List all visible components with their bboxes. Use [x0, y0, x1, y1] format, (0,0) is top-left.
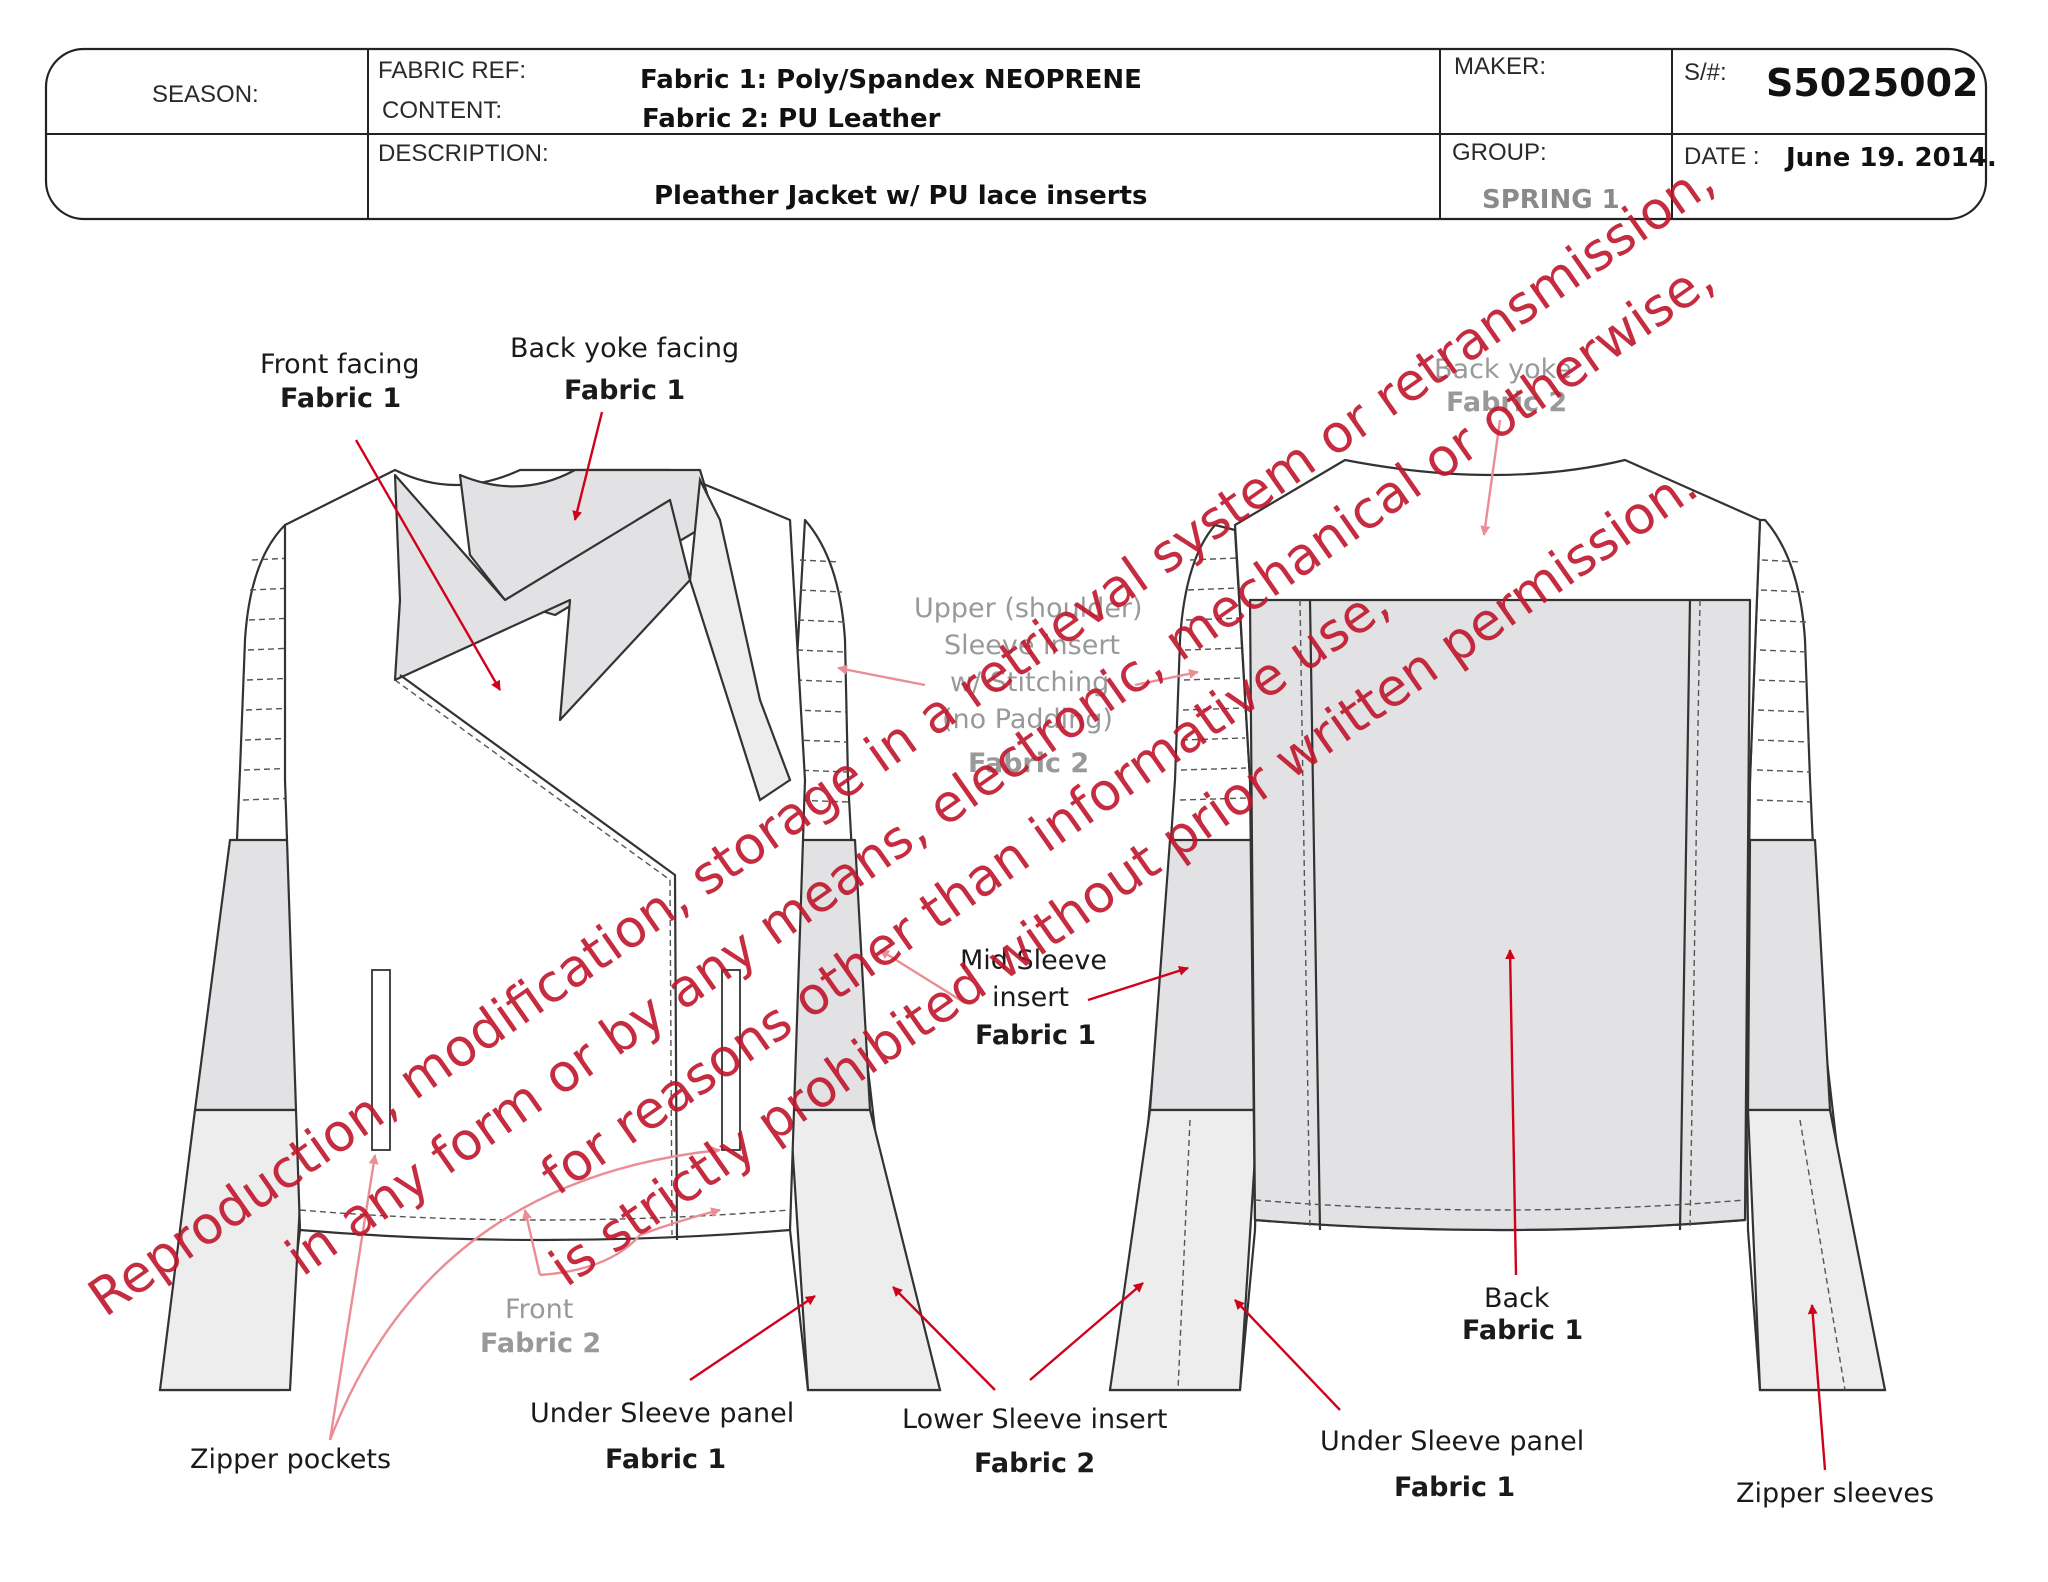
- callout-arrows: [328, 411, 1827, 1471]
- label-front: Front: [505, 1294, 573, 1325]
- label-back-yoke-facing: Back yoke facing: [510, 333, 739, 364]
- back-stitching: [1254, 599, 1746, 1231]
- back-seams: [1308, 599, 1692, 1231]
- header-block: SEASON: FABRIC REF: CONTENT: Fabric 1: P…: [44, 47, 1997, 221]
- description-value: Pleather Jacket w/ PU lace inserts: [654, 181, 1148, 211]
- label-mid-sleeve-1: Mid Sleeve: [960, 945, 1107, 976]
- content-key: CONTENT:: [382, 97, 502, 124]
- callout-labels: Front facing Fabric 1 Back yoke facing F…: [190, 333, 1934, 1509]
- back-right-mid-sleeve-panel: [1746, 838, 1832, 1112]
- label-lower-sleeve: Lower Sleeve insert: [902, 1404, 1167, 1435]
- label-upper-sleeve-1: Upper (shoulder): [914, 593, 1143, 624]
- label-back-yoke: Back yoke: [1434, 354, 1572, 385]
- arrow-lower-sleeve-back: [1029, 1282, 1144, 1381]
- arrow-upper-sleeve-front: [837, 664, 926, 687]
- back-right-lower-sleeve-panel: [1746, 1108, 1887, 1392]
- back-jacket-drawing: [1108, 458, 1887, 1392]
- front-zipper-edge: [399, 674, 679, 1241]
- arrow-front-facing: [354, 439, 502, 691]
- maker-key: MAKER:: [1454, 53, 1546, 80]
- arrow-under-sleeve-front: [689, 1295, 816, 1381]
- front-jacket-drawing: [158, 468, 942, 1392]
- label-front-fabric: Fabric 2: [480, 1328, 601, 1359]
- label-zipper-sleeves: Zipper sleeves: [1736, 1478, 1934, 1509]
- label-under-sleeve-back-fabric: Fabric 1: [1394, 1472, 1515, 1503]
- date-value: June 19. 2014.: [1784, 143, 1997, 173]
- sn-value: S5025002: [1766, 61, 1978, 105]
- label-under-sleeve-front-fabric: Fabric 1: [605, 1444, 726, 1475]
- back-right-sleeve-zipper: [1799, 1119, 1846, 1391]
- back-left-sleeve-zipper: [1177, 1119, 1191, 1391]
- label-back-yoke-fabric: Fabric 2: [1446, 387, 1567, 418]
- fabric-ref-key: FABRIC REF:: [378, 57, 526, 84]
- label-front-facing-fabric: Fabric 1: [280, 383, 401, 414]
- front-main-zipper: [394, 679, 673, 1236]
- season-key: SEASON:: [152, 81, 259, 108]
- group-value: SPRING 1: [1482, 185, 1620, 215]
- label-lower-sleeve-fabric: Fabric 2: [974, 1448, 1095, 1479]
- label-back-fabric: Fabric 1: [1462, 1315, 1583, 1346]
- label-mid-sleeve-fabric: Fabric 1: [975, 1020, 1096, 1051]
- fabric2-value: Fabric 2: PU Leather: [642, 104, 941, 134]
- label-under-sleeve-back: Under Sleeve panel: [1320, 1426, 1584, 1457]
- label-front-facing: Front facing: [260, 349, 420, 380]
- arrow-front-left: [522, 1209, 542, 1276]
- group-key: GROUP:: [1452, 139, 1547, 166]
- label-under-sleeve-front: Under Sleeve panel: [530, 1398, 794, 1429]
- front-sleeve-stitching: [242, 557, 850, 803]
- label-back: Back: [1484, 1283, 1550, 1314]
- arrow-under-sleeve-back: [1234, 1299, 1341, 1411]
- front-left-zipper-pocket: [371, 969, 391, 1151]
- label-upper-sleeve-3: w/ Stitching: [950, 667, 1109, 698]
- front-right-zipper-pocket: [721, 969, 741, 1151]
- arrow-zipper-pocket-left: [328, 1154, 379, 1441]
- arrow-mid-sleeve-back: [1087, 965, 1189, 1002]
- arrow-zipper-pocket-right: [328, 1145, 721, 1441]
- arrow-lower-sleeve-front: [892, 1286, 996, 1391]
- arrow-upper-sleeve-back: [1134, 668, 1199, 687]
- arrow-front-right: [539, 1207, 721, 1277]
- date-key: DATE :: [1684, 143, 1760, 170]
- arrow-back-yoke-facing: [572, 411, 604, 521]
- label-upper-sleeve-2: Sleeve insert: [944, 630, 1120, 661]
- sn-key: S/#:: [1684, 59, 1727, 86]
- label-zipper-pockets: Zipper pockets: [190, 1444, 391, 1475]
- back-main-panel: [1248, 598, 1752, 1232]
- front-left-lower-sleeve-panel: [158, 1108, 307, 1392]
- label-upper-sleeve-fabric: Fabric 2: [968, 748, 1089, 779]
- fabric1-value: Fabric 1: Poly/Spandex NEOPRENE: [640, 65, 1142, 95]
- back-sleeve-stitching: [1179, 557, 1812, 803]
- label-upper-sleeve-4: (no Padding): [942, 704, 1113, 735]
- label-back-yoke-facing-fabric: Fabric 1: [564, 375, 685, 406]
- arrow-zipper-sleeves: [1807, 1304, 1827, 1471]
- arrow-back: [1505, 949, 1518, 1276]
- arrow-back-yoke: [1480, 419, 1502, 536]
- front-right-lower-sleeve-panel: [788, 1108, 942, 1392]
- front-lapel: [393, 473, 692, 722]
- front-hem-stitch: [299, 1209, 791, 1221]
- front-right-facing: [688, 476, 792, 802]
- arrow-mid-sleeve-front: [879, 948, 966, 1005]
- label-mid-sleeve-2: insert: [992, 982, 1069, 1013]
- description-key: DESCRIPTION:: [378, 140, 549, 167]
